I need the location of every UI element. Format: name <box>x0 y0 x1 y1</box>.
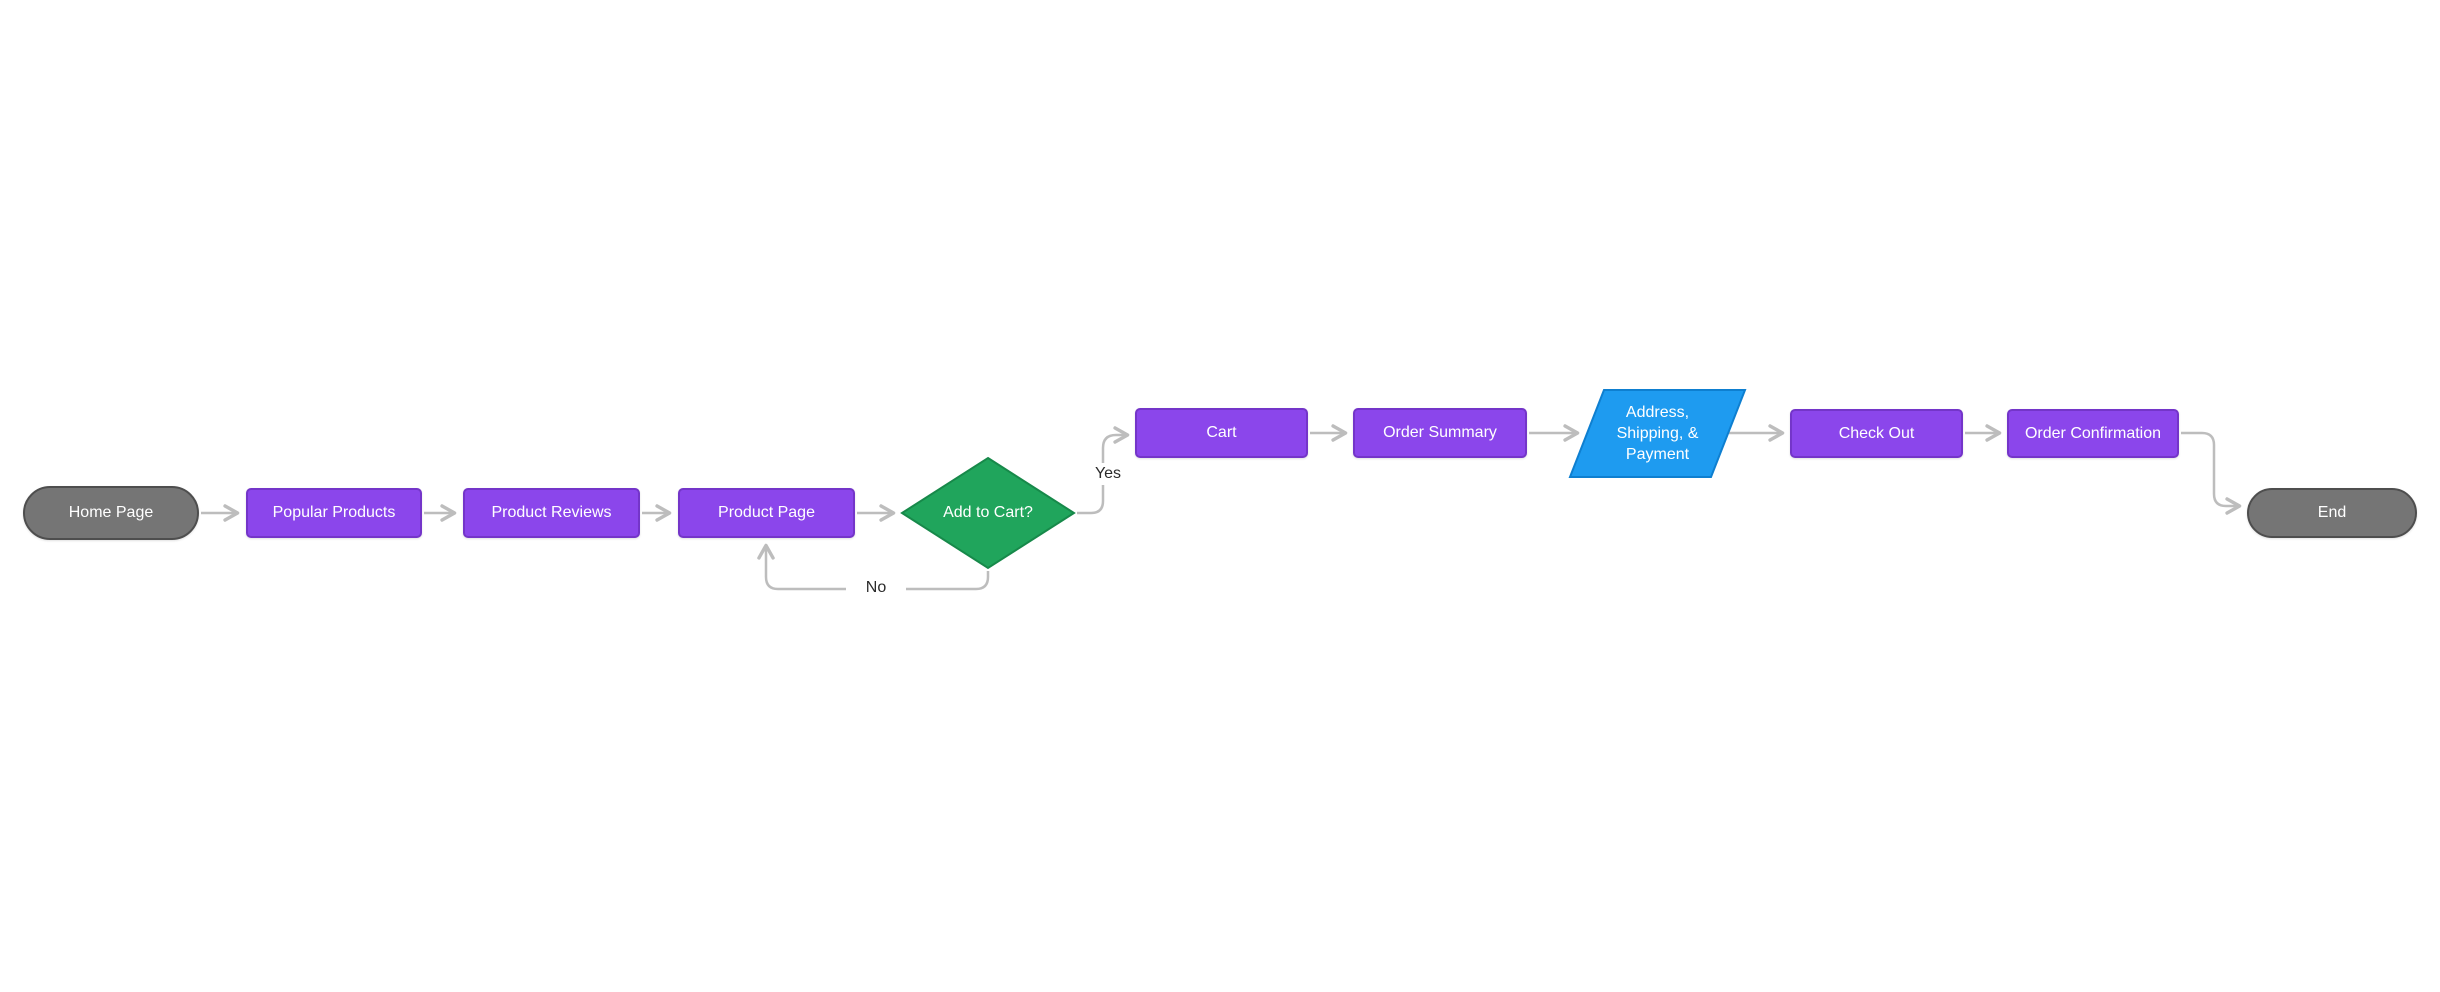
node-home-page[interactable]: Home Page <box>23 486 199 540</box>
node-label: Home Page <box>68 504 154 521</box>
node-label: Product Page <box>718 504 815 521</box>
node-order-summary[interactable]: Order Summary <box>1353 408 1527 458</box>
node-label: Product Reviews <box>491 504 612 521</box>
node-label: Popular Products <box>272 504 396 521</box>
node-cart[interactable]: Cart <box>1135 408 1308 458</box>
node-end[interactable]: End <box>2247 488 2417 538</box>
node-label: Order Confirmation <box>2024 424 2162 442</box>
node-popular-products[interactable]: Popular Products <box>246 488 422 538</box>
edge-label-no: No <box>846 577 906 599</box>
node-product-reviews[interactable]: Product Reviews <box>463 488 640 538</box>
edge-confirmation-to-end[interactable] <box>2181 431 2242 515</box>
node-label: Check Out <box>1838 424 1915 442</box>
node-address-shipping-payment-shape[interactable] <box>1568 389 1747 478</box>
node-product-page[interactable]: Product Page <box>678 488 855 538</box>
edge-label-yes: Yes <box>1082 463 1134 485</box>
node-check-out[interactable]: Check Out <box>1790 409 1963 458</box>
node-label: End <box>2317 504 2347 521</box>
node-label: Order Summary <box>1383 424 1497 441</box>
node-order-confirmation[interactable]: Order Confirmation <box>2007 409 2179 458</box>
node-add-to-cart-shape[interactable] <box>900 456 1076 570</box>
node-label: Cart <box>1206 424 1237 441</box>
